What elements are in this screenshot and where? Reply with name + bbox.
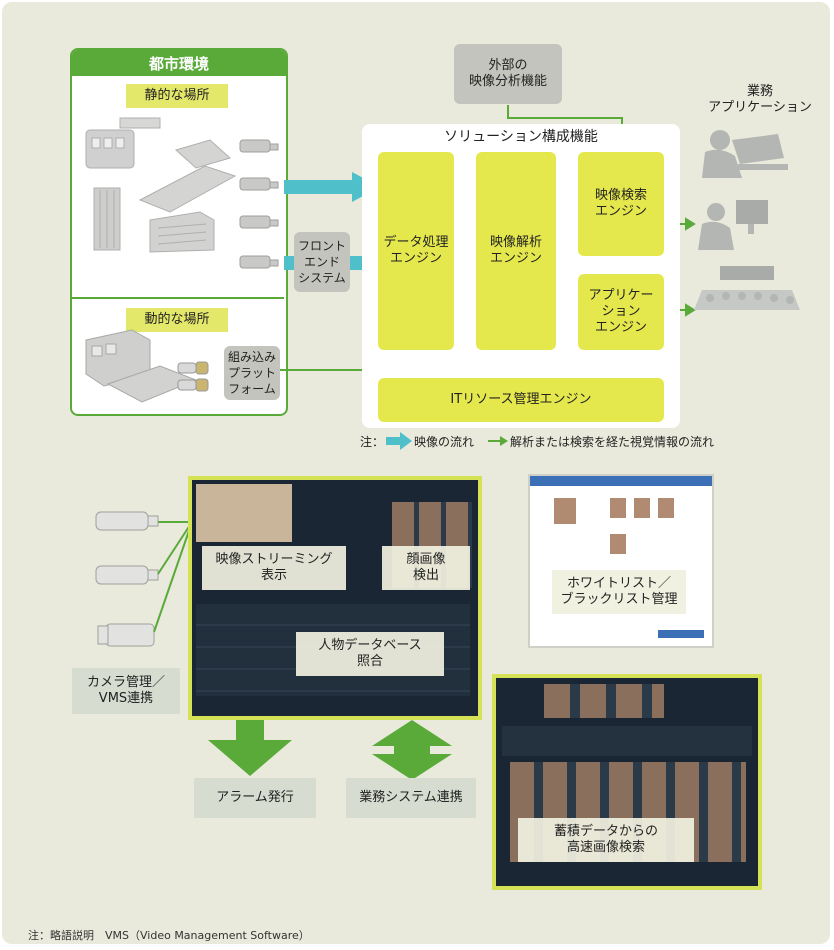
person-db-label: 人物データベース 照合 xyxy=(296,632,444,676)
whitelist-photo xyxy=(610,534,626,554)
data-processing-engine: データ処理 エンジン xyxy=(378,152,454,350)
operator-illustration xyxy=(698,200,768,250)
alarm-down-arrow xyxy=(208,718,292,776)
whitelist-label: ホワイトリスト／ ブラックリスト管理 xyxy=(552,570,686,614)
whitelist-photo xyxy=(554,498,576,524)
camera-mgmt-label: カメラ管理／ VMS連携 xyxy=(72,668,180,714)
control-room-illustration xyxy=(694,266,800,310)
biz-double-arrow xyxy=(372,720,452,780)
legend-info-flow: 解析または検索を経た視覚情報の流れ xyxy=(510,435,715,449)
monitoring-screen xyxy=(188,476,482,720)
footnote: 注：略語説明 VMS（Video Management Software） xyxy=(28,929,310,942)
legend-video-flow: 映像の流れ xyxy=(414,435,475,449)
application-engine: アプリケー ション エンジン xyxy=(578,274,664,350)
static-cameras xyxy=(239,139,279,269)
search-top-faces xyxy=(544,684,664,718)
tower-illustration xyxy=(93,187,121,251)
streaming-label: 映像ストリーミング 表示 xyxy=(202,546,346,590)
whitelist-photo xyxy=(610,498,626,518)
urban-divider xyxy=(72,297,284,299)
office-worker-illustration xyxy=(702,130,788,178)
biz-link-box: 業務システム連携 xyxy=(346,778,476,818)
frontend-system-box: フロント エンド システム xyxy=(294,232,350,292)
video-search-engine: 映像検索 エンジン xyxy=(578,152,664,256)
business-apps-label: 業務 アプリケーション xyxy=(708,84,812,115)
bottom-cameras xyxy=(95,511,159,647)
camera-link-lines xyxy=(153,521,193,633)
urban-title: 都市環境 xyxy=(72,50,286,76)
legend-prefix: 注： xyxy=(360,435,385,449)
embedded-platform-box: 組み込み プラット フォーム xyxy=(224,346,280,400)
static-place-label: 静的な場所 xyxy=(126,84,228,108)
legend-symbols xyxy=(386,432,508,450)
whitelist-photo xyxy=(634,498,650,518)
external-analysis-box: 外部の 映像分析機能 xyxy=(454,44,562,104)
video-feed-thumbnail xyxy=(196,484,292,542)
office-building-illustration xyxy=(149,211,215,253)
vehicle-cameras xyxy=(177,361,209,392)
whitelist-photo xyxy=(658,498,674,518)
whitelist-footer-buttons xyxy=(658,630,704,638)
station-platform-illustration xyxy=(138,139,237,213)
solution-title: ソリューション構成機能 xyxy=(444,129,598,145)
whitelist-header xyxy=(530,476,712,486)
face-detect-label: 顔画像 検出 xyxy=(382,546,470,590)
it-resource-engine: ITリソース管理エンジン xyxy=(378,378,664,422)
search-toolbar xyxy=(502,726,752,756)
whitelist-screen xyxy=(528,474,714,648)
video-analysis-engine: 映像解析 エンジン xyxy=(476,152,556,350)
alarm-box: アラーム発行 xyxy=(194,778,316,818)
fast-search-label: 蓄積データからの 高速画像検索 xyxy=(518,818,694,862)
station-illustration xyxy=(85,117,161,169)
dynamic-place-label: 動的な場所 xyxy=(126,308,228,332)
